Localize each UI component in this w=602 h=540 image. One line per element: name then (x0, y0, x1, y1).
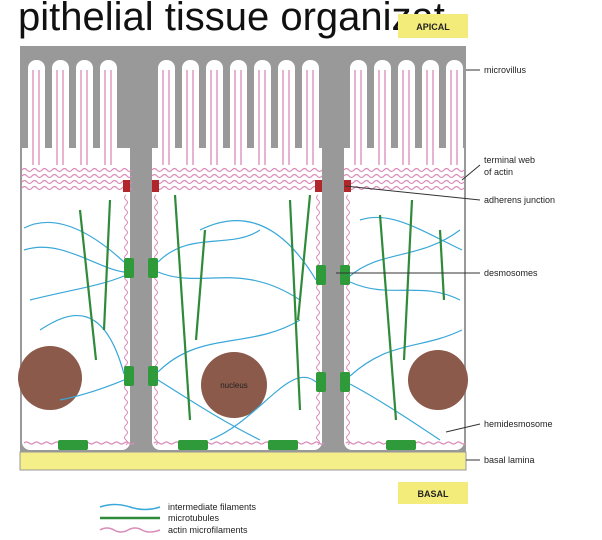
legend-actin-swatch (100, 528, 160, 532)
adherens-left-1 (315, 180, 322, 192)
microvillus-14 (398, 60, 415, 160)
legend-actin-label: actin microfilaments (168, 525, 248, 535)
nucleus-left (18, 346, 82, 410)
legend-intermediate-swatch (100, 505, 160, 510)
legend-microtubule-label: microtubules (168, 513, 220, 523)
desmosome-right-3 (340, 372, 350, 392)
microvillus-11 (302, 60, 319, 160)
microvillus-15 (422, 60, 439, 160)
microvillus-16 (446, 60, 463, 160)
legend-intermediate-label: intermediate filaments (168, 502, 257, 512)
microvillus-6 (182, 60, 199, 160)
microvillus-8 (230, 60, 247, 160)
desmosome-right-1 (148, 366, 158, 386)
hemidesmosome-2 (268, 440, 298, 450)
desmosome-left-1 (124, 366, 134, 386)
label-desmosomes: desmosomes (484, 268, 538, 278)
label-microvilli: microvillus (484, 65, 527, 75)
label-hemidesmosome: hemidesmosome (484, 419, 553, 429)
label-adherens-junction: adherens junction (484, 195, 555, 205)
label-basal-lamina: basal lamina (484, 455, 535, 465)
hemidesmosome-0 (58, 440, 88, 450)
nucleus-label: nucleus (220, 381, 248, 390)
microvillus-9 (254, 60, 271, 160)
legend: intermediate filaments microtubules acti… (100, 502, 257, 535)
hemidesmosome-3 (386, 440, 416, 450)
adherens-right-0 (152, 180, 159, 192)
nucleus-right (408, 350, 468, 410)
adherens-left-0 (123, 180, 130, 192)
cell-diagram: nucleus (18, 46, 468, 452)
hemidesmosome-1 (178, 440, 208, 450)
title-fragment: pithelial tissue organizat (18, 0, 445, 39)
desmosome-left-3 (316, 372, 326, 392)
apical-tag: APICAL (416, 22, 450, 32)
microvillus-2 (52, 60, 69, 160)
desmosome-left-0 (124, 258, 134, 278)
desmosome-right-2 (340, 265, 350, 285)
microvillus-12 (350, 60, 367, 160)
microvillus-1 (28, 60, 45, 160)
desmosome-left-2 (316, 265, 326, 285)
microvillus-10 (278, 60, 295, 160)
microvillus-7 (206, 60, 223, 160)
basal-lamina (20, 452, 466, 470)
basal-tag: BASAL (418, 489, 450, 499)
label-terminal-web-1: terminal web (484, 155, 535, 165)
microvillus-4 (100, 60, 117, 160)
label-terminal-web-2: of actin (484, 167, 513, 177)
microvillus-5 (158, 60, 175, 160)
desmosome-right-0 (148, 258, 158, 278)
microvillus-13 (374, 60, 391, 160)
microvillus-3 (76, 60, 93, 160)
